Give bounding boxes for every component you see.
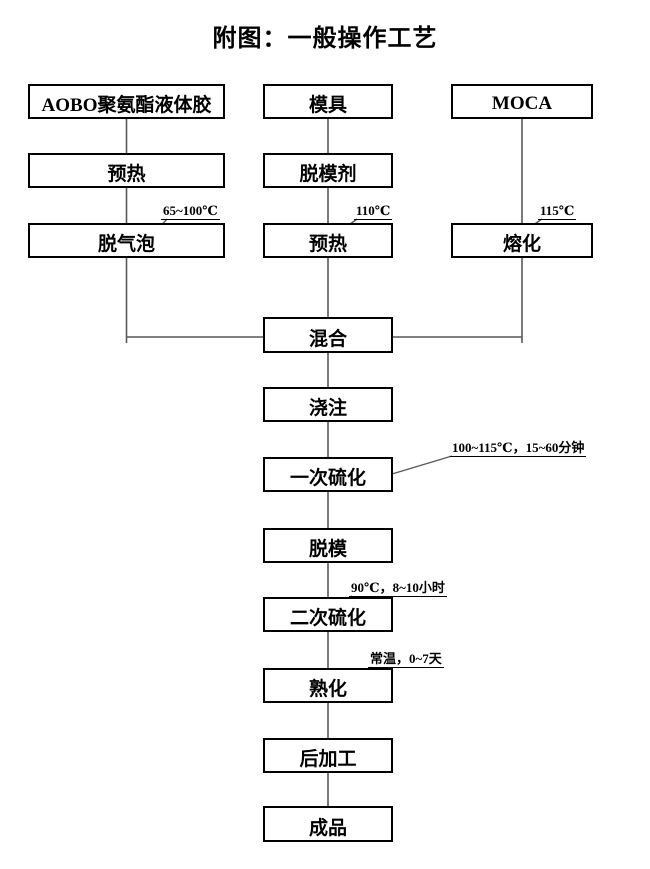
node-label: 脱模剂	[299, 164, 357, 185]
node-label: 成品	[308, 817, 347, 839]
flowchart-node-finished-product: 成品	[263, 806, 393, 842]
diagram-title: 附图：一般操作工艺	[212, 26, 438, 52]
annotation-aging-condition: 常温，0~7天	[368, 651, 444, 668]
flowchart-node-second-vulcanization: 二次硫化	[263, 597, 393, 632]
flowchart-node-post-processing: 后加工	[263, 738, 393, 773]
annotation-melt-temperature: 115℃	[538, 203, 577, 220]
node-label: MOCA	[491, 92, 553, 114]
flowchart-node-mold: 模具	[263, 84, 393, 119]
annotation-first-vulcanization-condition: 100~115℃，15~60分钟	[450, 440, 587, 457]
flowchart-node-preheat-glue: 预热	[28, 153, 225, 188]
annotation-degas-temperature: 65~100℃	[161, 203, 220, 220]
node-label: 一次硫化	[289, 468, 366, 489]
flowchart-node-preheat-mold: 预热	[263, 223, 393, 258]
flowchart-node-release-agent: 脱模剂	[263, 153, 393, 188]
flowchart-node-mix: 混合	[263, 317, 393, 353]
node-label: 脱模	[308, 539, 347, 560]
flow-connectors	[125, 119, 523, 806]
node-label: 脱气泡	[97, 234, 155, 255]
node-label: 熔化	[502, 234, 541, 255]
flowchart-node-degas: 脱气泡	[28, 223, 225, 258]
node-label: AOBO聚氨酯液体胶	[41, 95, 212, 116]
node-label: 模具	[308, 95, 347, 116]
annotation-second-vulcanization-condition: 90℃，8~10小时	[349, 580, 447, 597]
flowchart-node-cast: 浇注	[263, 387, 393, 422]
node-label: 后加工	[299, 749, 357, 770]
node-label: 二次硫化	[289, 608, 366, 629]
node-label: 预热	[107, 164, 146, 185]
leader-cure1-condition	[391, 455, 453, 475]
flowchart-node-melt: 熔化	[451, 223, 593, 258]
flowchart-node-aging: 熟化	[263, 668, 393, 703]
node-label: 熟化	[308, 679, 347, 700]
flowchart-node-first-vulcanization: 一次硫化	[263, 457, 393, 492]
flowchart-node-aobo-polyurethane: AOBO聚氨酯液体胶	[28, 84, 225, 119]
annotation-preheat-mold-temperature: 110℃	[354, 203, 393, 220]
flowchart-node-moca: MOCA	[451, 84, 593, 119]
node-label: 浇注	[308, 398, 347, 419]
node-label: 预热	[308, 234, 347, 255]
node-label: 混合	[308, 328, 347, 350]
flowchart-node-demold: 脱模	[263, 528, 393, 563]
